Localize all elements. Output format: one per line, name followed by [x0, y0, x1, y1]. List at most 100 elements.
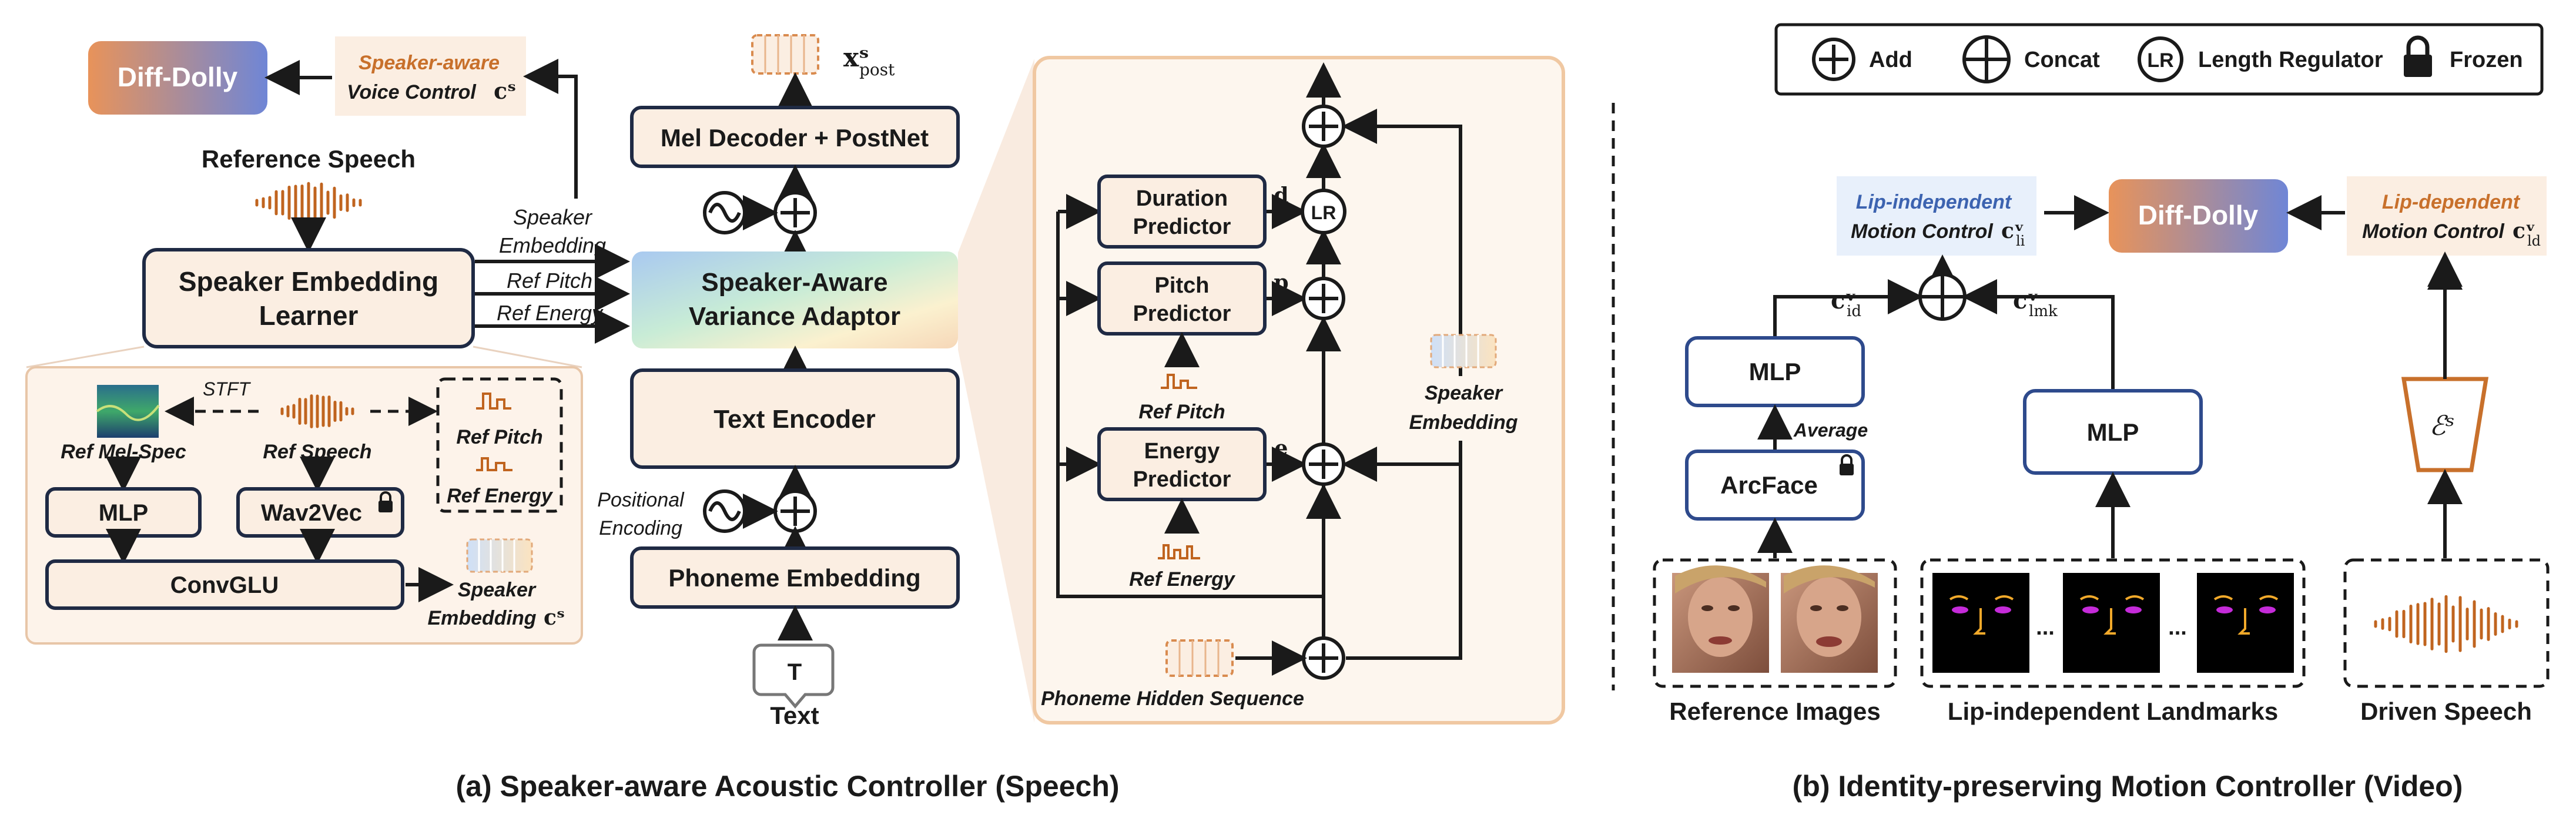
line-embedding-up: [555, 75, 578, 199]
speaker-embedding-right-icon: [1430, 334, 1497, 368]
legend-length-regulator-label: Length Regulator: [2198, 48, 2383, 72]
svg-text:Speaker-aware: Speaker-aware: [359, 52, 500, 74]
svg-text:cˢ: cˢ: [544, 605, 565, 630]
lip-dependent-control-label: Lip-dependent Motion Control cᵛ ld: [2347, 176, 2547, 256]
svg-text:Predictor: Predictor: [1133, 467, 1231, 492]
speaker-embedding-learner: Speaker Embedding Learner: [142, 248, 475, 348]
frozen-lock-icon: [2437, 481, 2451, 502]
legend-add-label: Add: [1869, 48, 1912, 72]
length-regulator-op: LR: [1301, 189, 1346, 234]
c-lmk-label: cᵛ: [2013, 287, 2039, 314]
text-input-icon: T: [752, 643, 835, 709]
svg-text:Wav2Vec: Wav2Vec: [261, 500, 362, 526]
add-op-energy: [1302, 442, 1345, 486]
ref-pitch-small-label: Ref Pitch: [1138, 401, 1225, 423]
svg-text:Motion Control: Motion Control: [1851, 220, 1994, 243]
speaker-embedding-c-label: Speaker: [458, 579, 537, 601]
ref-speech-waveform-icon: [280, 394, 354, 428]
caption-b: (b) Identity-preserving Motion Controlle…: [1793, 770, 2463, 803]
landmarks-box: [1920, 558, 2306, 688]
svg-text:cᵛ: cᵛ: [2001, 219, 2025, 243]
frozen-lock-icon: [1840, 454, 1854, 475]
add-op-top: [1302, 105, 1345, 148]
ref-speech-label: Ref Speech: [263, 441, 371, 463]
energy-curve-icon: [476, 457, 512, 471]
lock-icon: [2404, 35, 2432, 77]
svg-text:ArcFace: ArcFace: [1720, 471, 1818, 499]
svg-text:LR: LR: [1311, 202, 1336, 223]
svg-text:ℰˢ: ℰˢ: [2429, 410, 2454, 441]
speaker-embedding-label: Speaker: [513, 205, 593, 229]
text-input-label: Text: [770, 702, 819, 729]
energy-predictor: Energy Predictor: [1097, 427, 1267, 501]
landmarks-label: Lip-independent Landmarks: [1948, 697, 2278, 725]
svg-text:Text Encoder: Text Encoder: [713, 405, 875, 434]
legend-frozen-label: Frozen: [2450, 48, 2523, 72]
svg-text:MLP: MLP: [99, 500, 148, 526]
add-op-encoder: [773, 489, 817, 533]
reference-face-image-1: [1672, 565, 1769, 673]
frozen-lock-icon: [378, 491, 393, 512]
e-symbol: e: [1275, 436, 1288, 461]
svg-text:Learner: Learner: [259, 300, 359, 331]
lip-independent-control-label: Lip-independent Motion Control cᵛ li: [1837, 176, 2036, 256]
svg-text:Encoding: Encoding: [599, 517, 682, 539]
legend-concat-label: Concat: [2024, 48, 2100, 72]
reference-images-box: [1653, 558, 1897, 688]
diff-dolly-speech: Diff-Dolly: [88, 41, 267, 115]
landmark-image-1: [1932, 573, 2029, 673]
svg-text:Diff-Dolly: Diff-Dolly: [118, 62, 238, 92]
svg-text:li: li: [2016, 233, 2025, 249]
add-op-bottom: [1302, 636, 1345, 680]
svg-text:Speaker Embedding: Speaker Embedding: [179, 266, 438, 297]
positional-encoding-icon-top: [703, 191, 746, 234]
ellipsis-2: ...: [2168, 615, 2187, 640]
svg-text:Lip-dependent: Lip-dependent: [2382, 191, 2521, 213]
concat-icon: [1962, 35, 2011, 83]
pitch-curve-icon: [476, 393, 511, 410]
landmark-image-2: [2063, 573, 2160, 673]
speaker-embedding-vector-icon: [466, 538, 533, 573]
positional-encoding-icon-bottom: [703, 489, 746, 533]
ref-energy-label: Ref Energy: [497, 301, 604, 325]
average-label: Average: [1793, 420, 1868, 441]
mlp-box-speech: MLP: [45, 487, 202, 538]
d-symbol: d: [1274, 183, 1288, 208]
svg-text:Predictor: Predictor: [1133, 301, 1231, 326]
svg-text:Predictor: Predictor: [1133, 214, 1231, 239]
speaker-aware-variance-adaptor: Speaker-Aware Variance Adaptor: [632, 251, 958, 348]
x-post-label: xˢ: [843, 43, 869, 73]
positional-encoding-label: Positional: [597, 489, 685, 511]
arcface-box: ArcFace: [1685, 450, 1865, 521]
svg-text:Embedding: Embedding: [1409, 411, 1518, 434]
ref-energy-small-icon: [1158, 544, 1200, 559]
reference-speech-title: Reference Speech: [202, 145, 416, 173]
svg-text:ld: ld: [2527, 233, 2541, 249]
mlp-box-video-left: MLP: [1685, 336, 1865, 407]
reference-speech-waveform-icon: [255, 182, 362, 224]
svg-text:LR: LR: [2147, 49, 2173, 72]
reference-face-image-2: [1781, 565, 1878, 673]
ellipsis-1: ...: [2036, 615, 2055, 640]
pitch-predictor: Pitch Predictor: [1097, 261, 1267, 336]
svg-text:Embedding: Embedding: [499, 233, 606, 257]
diff-dolly-video: Diff-Dolly: [2109, 179, 2288, 253]
svg-text:Motion Control: Motion Control: [2362, 220, 2505, 243]
concat-op: [1918, 273, 1967, 321]
ref-energy-small-label: Ref Energy: [1129, 568, 1236, 591]
svg-text:id: id: [1847, 303, 1861, 320]
svg-text:lmk: lmk: [2029, 303, 2058, 320]
svg-text:post: post: [859, 60, 895, 79]
ref-pitch-label: Ref Pitch: [507, 269, 592, 293]
voice-control-label: Speaker-aware Voice Control cˢ: [335, 36, 526, 116]
svg-text:Phoneme Embedding: Phoneme Embedding: [668, 564, 920, 592]
svg-text:Variance Adaptor: Variance Adaptor: [689, 302, 900, 331]
add-op-decoder: [773, 191, 817, 234]
c-id-label: cᵛ: [1831, 287, 1857, 314]
phoneme-hidden-sequence-icon: [1165, 639, 1234, 677]
svg-text:Energy: Energy: [1144, 439, 1220, 464]
svg-text:MLP: MLP: [1749, 358, 1801, 385]
svg-text:T: T: [788, 659, 802, 685]
svg-text:cˢ: cˢ: [494, 78, 516, 104]
